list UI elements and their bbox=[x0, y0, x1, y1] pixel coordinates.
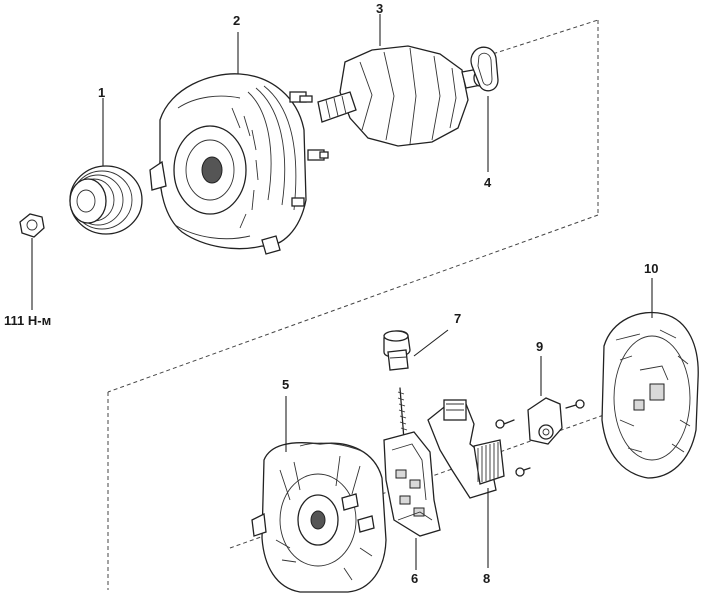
assembly-boundary bbox=[107, 19, 661, 590]
pulley-nut bbox=[19, 213, 45, 310]
voltage-regulator bbox=[427, 399, 531, 568]
torque-label: 111 Н-м bbox=[4, 313, 52, 328]
callout-7: 7 bbox=[454, 311, 462, 326]
callout-3: 3 bbox=[376, 1, 384, 16]
callout-6: 6 bbox=[411, 571, 419, 586]
terminal-plate bbox=[527, 356, 585, 445]
rear-cover bbox=[601, 278, 699, 479]
o-ring bbox=[470, 46, 499, 172]
terminal-insulator bbox=[383, 329, 449, 371]
drive-end-frame bbox=[149, 32, 329, 255]
callout-2: 2 bbox=[233, 13, 241, 28]
callout-8: 8 bbox=[483, 571, 491, 586]
rectifier-end-frame bbox=[251, 396, 387, 593]
callout-10: 10 bbox=[644, 261, 659, 276]
callout-1: 1 bbox=[98, 85, 106, 100]
rotor bbox=[317, 14, 487, 147]
rectifier-holder bbox=[383, 387, 441, 570]
pulley bbox=[69, 98, 143, 235]
callout-9: 9 bbox=[536, 339, 544, 354]
callout-4: 4 bbox=[484, 175, 492, 190]
callout-5: 5 bbox=[282, 377, 290, 392]
